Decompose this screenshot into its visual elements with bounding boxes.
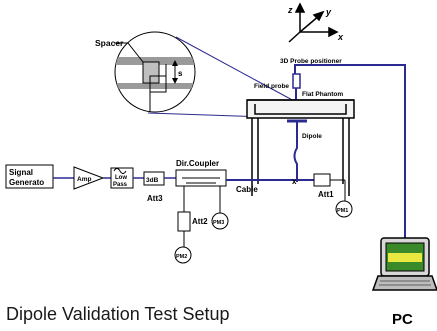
signal-generator-label-1: Signal bbox=[9, 168, 33, 177]
att3-label: Att3 bbox=[147, 194, 163, 203]
amplifier-icon bbox=[73, 166, 105, 190]
dipole-label: Dipole bbox=[302, 133, 322, 140]
signal-generator-label-2: Generato bbox=[9, 178, 44, 187]
low-pass-label-2: Pass bbox=[113, 182, 128, 188]
pm2-meter bbox=[174, 246, 192, 264]
phantom-table bbox=[246, 99, 355, 196]
pm1-meter bbox=[335, 200, 353, 218]
axis-z-label: z bbox=[287, 5, 293, 15]
zoom-dipole-arm bbox=[115, 83, 195, 89]
filter-wave-icon bbox=[113, 168, 127, 174]
spacer-zoom bbox=[114, 31, 196, 113]
diagram-caption: Dipole Validation Test Setup bbox=[6, 304, 230, 324]
spacer-leader-line bbox=[114, 42, 144, 63]
dipole-feed-cable bbox=[293, 122, 298, 182]
field-probe-label: Field probe bbox=[254, 83, 289, 90]
signal-generator-box bbox=[5, 164, 54, 189]
spacer-block bbox=[142, 61, 160, 84]
att3-db-label: 3dB bbox=[146, 177, 159, 184]
pm1-label: PM1 bbox=[337, 208, 348, 214]
probe-positioner-label: 3D Probe positioner bbox=[280, 58, 342, 65]
cross-label: x bbox=[292, 177, 297, 186]
pm3-meter bbox=[211, 212, 229, 230]
axis-x-label: x bbox=[337, 32, 344, 42]
flat-phantom-label: Flat Phantom bbox=[302, 91, 343, 98]
pm3-label: PM3 bbox=[213, 220, 224, 226]
att2-box bbox=[177, 211, 191, 232]
att1-box bbox=[313, 173, 331, 187]
att2-label: Att2 bbox=[192, 217, 208, 226]
pc-label: PC bbox=[392, 311, 413, 328]
computer-icon bbox=[371, 237, 437, 291]
cable-label: Cable bbox=[236, 185, 258, 194]
s-label: s bbox=[178, 69, 183, 78]
amp-label: Amp bbox=[77, 176, 91, 183]
att1-label: Att1 bbox=[318, 190, 334, 199]
axes-icon bbox=[288, 2, 339, 43]
spacer-label: Spacer bbox=[95, 38, 124, 48]
axis-y-label: y bbox=[325, 7, 332, 17]
zoom-line-top bbox=[175, 36, 297, 103]
probe-holder bbox=[292, 73, 301, 89]
low-pass-label-1: Low bbox=[115, 175, 127, 181]
pm2-label: PM2 bbox=[176, 254, 187, 260]
positioner-cable bbox=[294, 64, 406, 240]
dir-coupler-label: Dir.Coupler bbox=[176, 159, 219, 168]
zoom-phantom-wall bbox=[115, 57, 195, 65]
